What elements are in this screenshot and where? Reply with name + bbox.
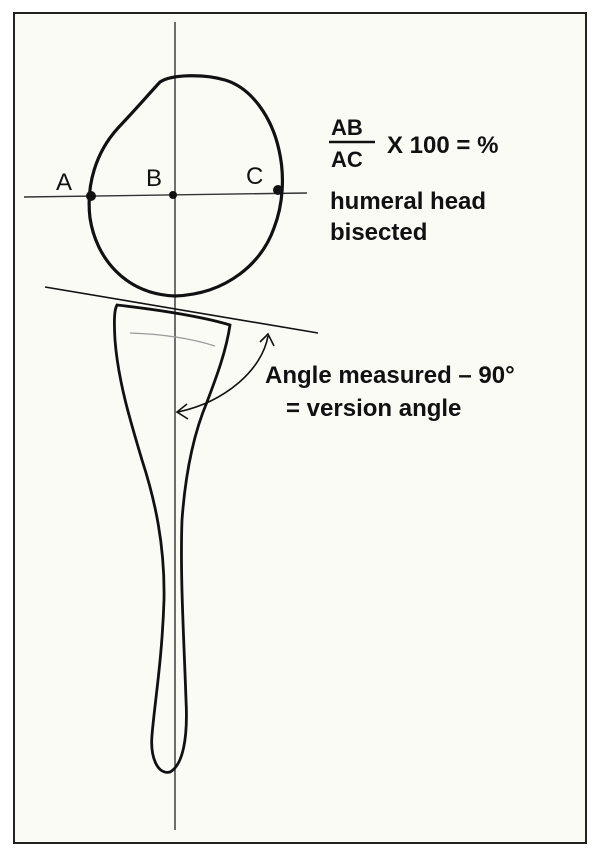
- angle-note-line1: Angle measured – 90°: [265, 362, 515, 389]
- diagram-frame: [13, 12, 587, 844]
- angle-arc: [177, 335, 269, 413]
- point-a-label: A: [56, 169, 72, 196]
- articular-tangent-line: [44, 286, 319, 334]
- point-c-dot: [273, 185, 283, 195]
- head-note-line1: humeral head: [330, 188, 486, 215]
- point-b-label: B: [146, 165, 162, 192]
- point-b-dot: [169, 191, 177, 199]
- humeral-head-outline: [87, 74, 284, 298]
- point-c-label: C: [246, 163, 263, 190]
- point-a-dot: [86, 191, 96, 201]
- angle-arrowhead-top: [259, 332, 275, 347]
- condyle-guide-line: [129, 332, 216, 347]
- angle-note-line2: = version angle: [286, 395, 461, 422]
- formula-numerator: AB: [331, 115, 363, 140]
- humeral-shaft-outline: [113, 303, 232, 774]
- formula-denominator: AC: [331, 147, 363, 172]
- formula-multiplier: X 100 = %: [387, 132, 498, 159]
- head-note-line2: bisected: [330, 219, 427, 246]
- angle-arrowhead-bottom: [175, 403, 189, 420]
- horizontal-bisect-line: [23, 192, 308, 198]
